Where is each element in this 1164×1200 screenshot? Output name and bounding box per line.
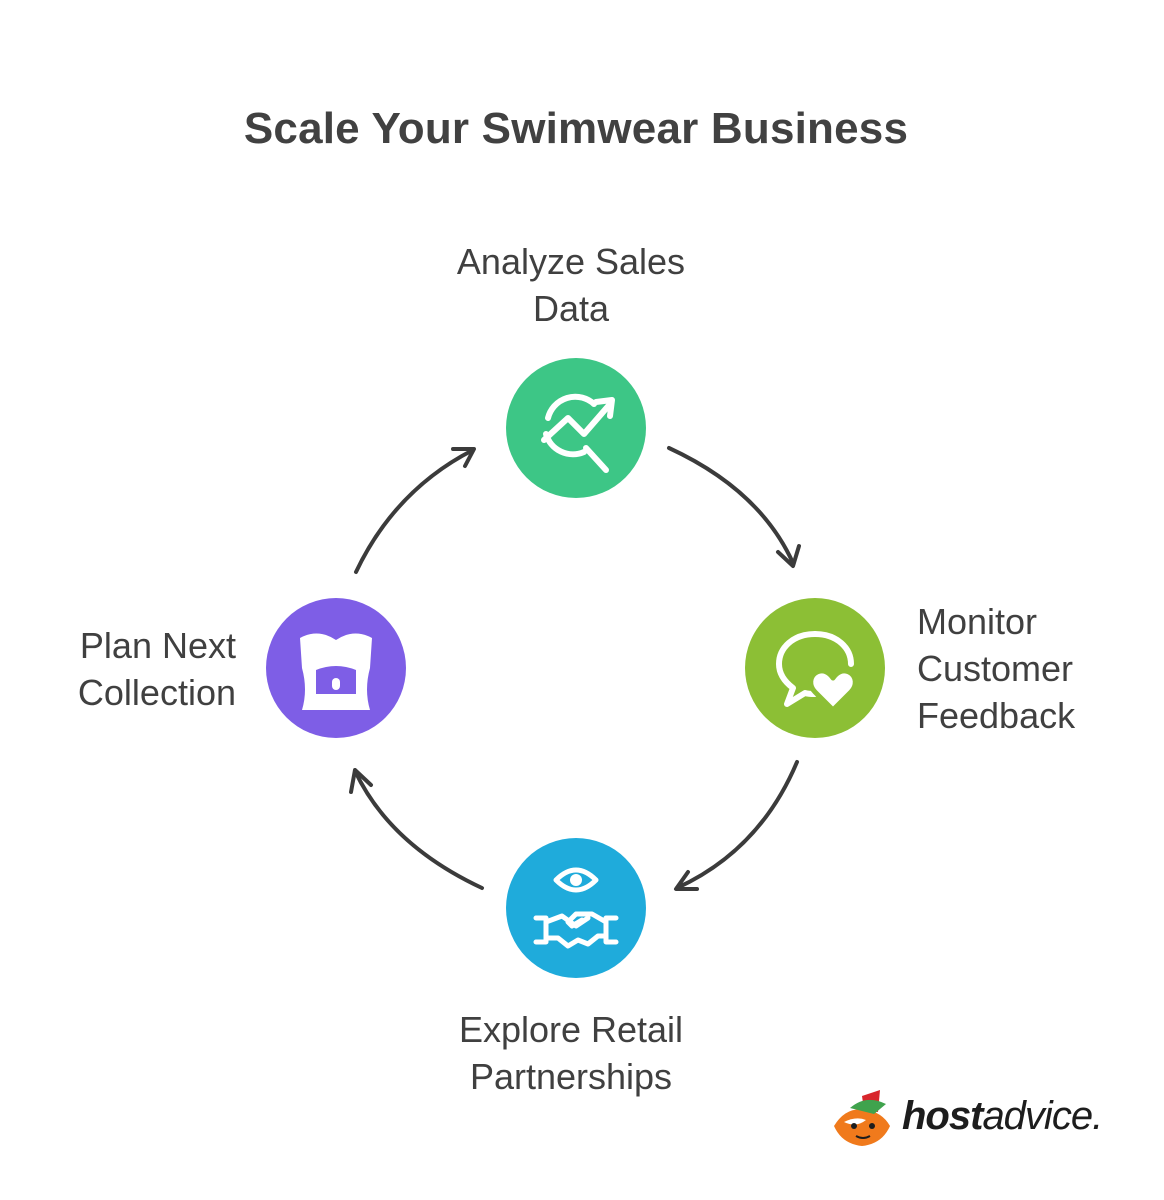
arrowhead-sales-to-feedback [776, 544, 801, 568]
label-monitor-customer-feedback: Monitor Customer Feedback [917, 598, 1147, 739]
label-line: Monitor [917, 601, 1038, 642]
fox-mascot-icon [834, 1090, 890, 1146]
label-analyze-sales-data: Analyze Sales Data [448, 238, 694, 332]
arrow-collection-to-sales [354, 448, 475, 574]
logo-word-host: host [902, 1094, 983, 1138]
arrowhead-partnerships-to-collection [349, 768, 373, 794]
label-line: Explore Retail [458, 1009, 684, 1050]
arrow-feedback-to-partnerships [675, 760, 799, 890]
logo-wordmark: hostadvice. [902, 1094, 1103, 1139]
label-explore-retail-partnerships: Explore Retail Partnerships [446, 1006, 696, 1100]
diagram-title: Scale Your Swimwear Business [243, 104, 909, 153]
label-plan-next-collection: Plan Next Collection [30, 622, 236, 716]
eye-handshake-icon [533, 867, 619, 949]
logo-word-advice: advice. [982, 1094, 1103, 1138]
label-line: Collection [77, 672, 236, 713]
chat-heart-icon [776, 631, 858, 713]
label-line: Feedback [917, 695, 1076, 736]
hostadvice-logo: hostadvice. [826, 1086, 1126, 1152]
label-line: Customer [917, 648, 1074, 689]
label-line: Analyze Sales [456, 241, 686, 282]
arrow-partnerships-to-collection [353, 769, 484, 890]
step-monitor-customer-feedback [745, 598, 885, 738]
swimsuit-icon [300, 633, 372, 710]
step-analyze-sales-data [506, 358, 646, 498]
magnifier-chart-icon [541, 393, 615, 473]
label-line: Data [532, 288, 610, 329]
arrowhead-collection-to-sales [451, 447, 476, 468]
step-explore-retail-partnerships [506, 838, 646, 978]
step-plan-next-collection [266, 598, 406, 738]
arrow-sales-to-feedback [667, 446, 795, 565]
label-line: Partnerships [469, 1056, 673, 1097]
label-line: Plan Next [79, 625, 236, 666]
arrowhead-feedback-to-partnerships [674, 870, 699, 891]
